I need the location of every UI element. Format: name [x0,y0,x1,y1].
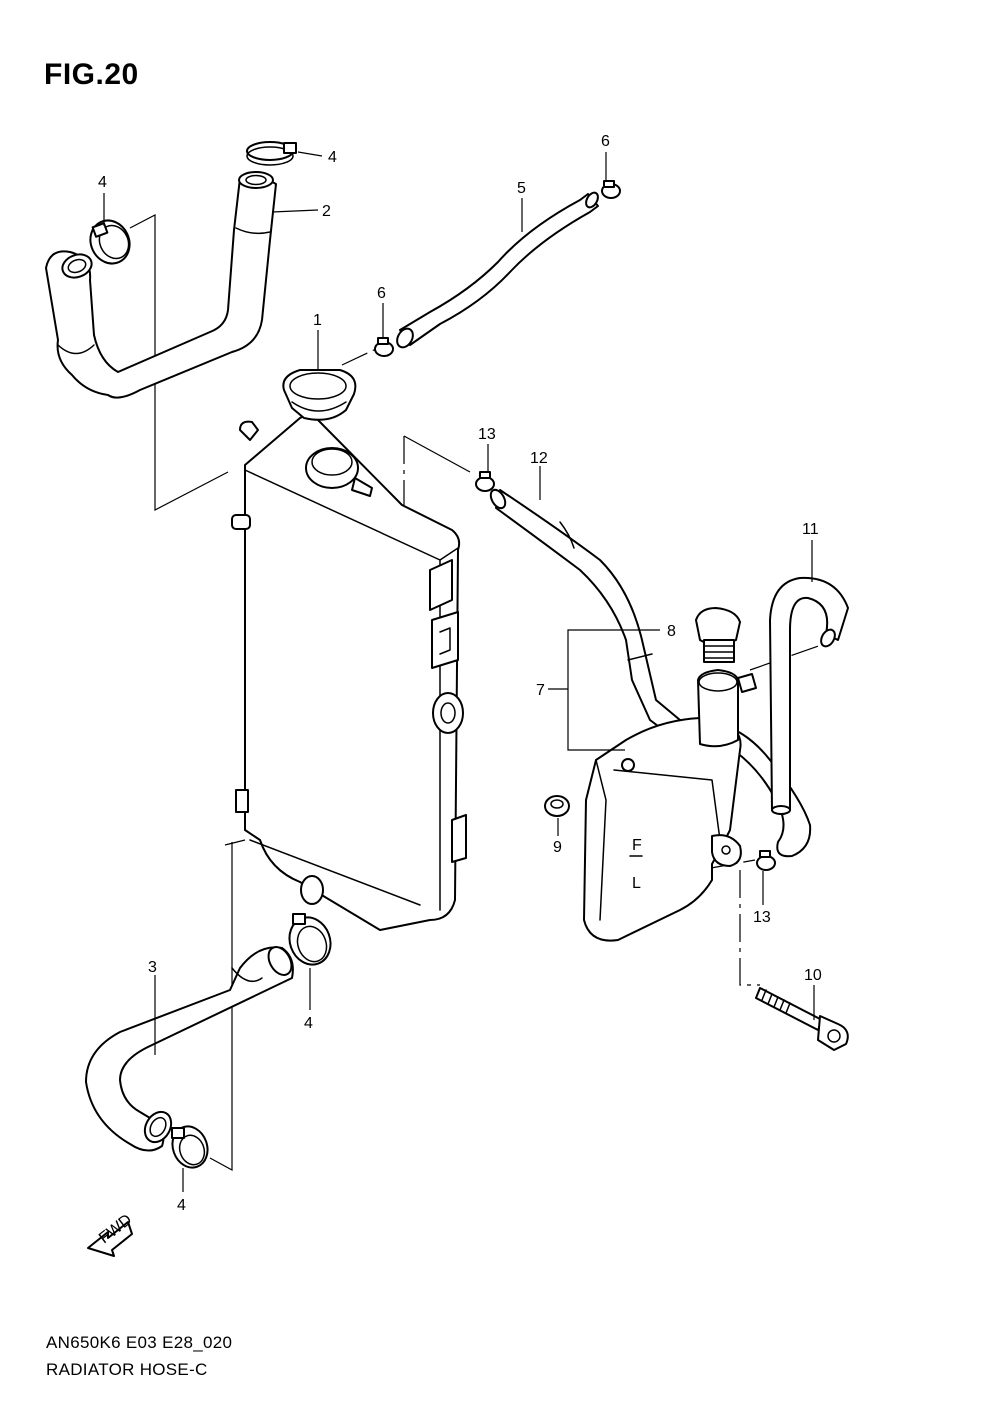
callout-13-lower: 13 [753,909,771,926]
callout-6-upper: 6 [601,133,610,150]
reservoir-tank: F L [583,669,757,942]
hose-clamp-top [246,141,323,166]
hose-clamp-left [89,193,131,265]
hose-clip-13-lower [756,850,776,905]
callout-1: 1 [313,312,322,329]
callout-3: 3 [148,959,157,976]
leader-lines [154,198,813,1055]
hose-clip-13-upper [475,444,495,492]
callout-12: 12 [530,450,548,467]
callout-11: 11 [802,521,819,538]
figure-code: AN650K6 E03 E28_020 [46,1333,233,1352]
hose-clamp-lower-right [288,913,332,1010]
callout-10: 10 [804,967,822,984]
callout-4-left: 4 [98,174,107,191]
radiator [231,414,467,931]
hose-clip-lower [374,303,394,357]
callout-6-lower: 6 [377,285,386,302]
overflow-hose [396,191,599,349]
breather-hose [769,576,849,815]
callout-7: 7 [536,682,545,699]
part7-bracket [548,629,660,751]
mounting-bolt [755,985,849,1051]
reservoir-cap [695,607,741,663]
figure-title: FIG.20 [44,58,139,91]
forward-arrow-icon: FWD [87,1211,135,1257]
hose-clip-upper [601,152,621,199]
grommet [544,795,570,836]
callout-13-upper: 13 [478,426,496,443]
callout-4-top: 4 [328,149,337,166]
callout-5: 5 [517,180,526,197]
reservoir-hose [489,488,812,858]
callout-4-lower-right: 4 [304,1015,313,1032]
lower-radiator-hose [85,946,294,1152]
figure-name: RADIATOR HOSE-C [46,1360,208,1379]
callout-4-lower-left: 4 [177,1197,186,1214]
callout-labels: 1 2 3 4 4 4 4 5 6 6 7 8 9 10 11 12 13 13 [98,133,822,1214]
callout-9: 9 [553,839,562,856]
hose-clamp-lower-left [171,1125,209,1192]
callout-2: 2 [322,203,331,220]
radiator-cap [282,369,357,421]
reservoir-full-mark: F [632,837,642,854]
upper-radiator-hose [45,171,277,399]
callout-8: 8 [667,623,676,640]
reservoir-low-mark: L [632,875,641,892]
